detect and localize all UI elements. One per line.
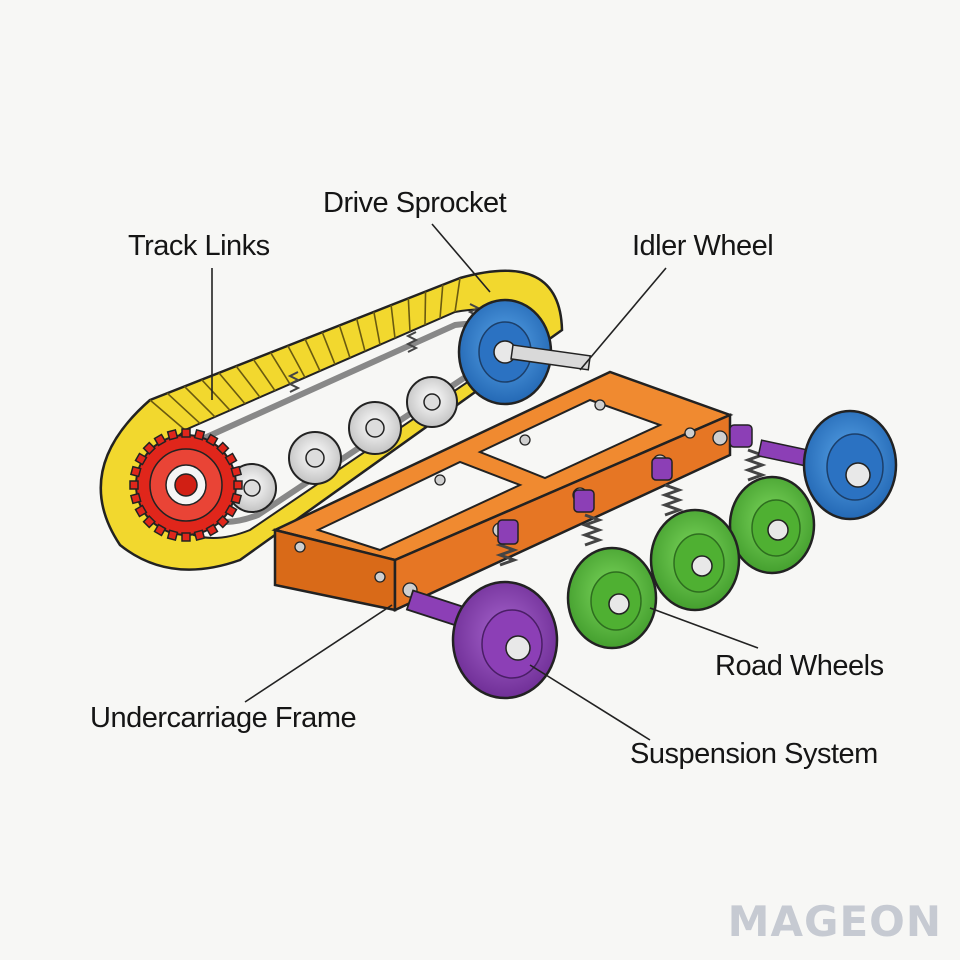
track-shoe-line [454, 277, 461, 313]
track-shoe-line [304, 338, 321, 372]
track-shoe-line [149, 399, 186, 431]
track-shoe-line [166, 392, 201, 425]
track-shoe-line [373, 311, 381, 345]
track-shoe-line [287, 345, 306, 378]
sprocket-tooth [166, 428, 179, 441]
track-shoe-line [338, 325, 351, 359]
sprocket-tooth [134, 504, 148, 518]
road-wheel [566, 546, 658, 650]
sprocket-tooth [153, 433, 167, 447]
track-shoe-line [235, 365, 261, 398]
sprocket-tooth [153, 523, 167, 537]
sprocket-tooth [181, 532, 191, 542]
label-road-wheels: Road Wheels [715, 650, 884, 682]
upper-roller [406, 376, 458, 428]
sprocket-tooth [193, 529, 206, 542]
leader-lines [211, 223, 759, 741]
frame-opening [477, 398, 663, 480]
leader-undercarriage-frame [244, 604, 393, 703]
track-shoe-line [407, 298, 411, 332]
leader-road-wheels [649, 607, 759, 649]
sprocket-tooth [230, 492, 243, 505]
road-wheel [728, 475, 816, 575]
sprocket-tooth [134, 452, 148, 466]
watermark-logo: MAGEON [727, 897, 942, 946]
upper-roller [288, 431, 342, 485]
leader-idler-wheel [579, 267, 667, 371]
upper-rollers [227, 303, 481, 513]
road-wheel [649, 508, 741, 612]
sprocket-tooth [205, 433, 219, 447]
track-shoe-line [252, 358, 276, 392]
frame-opening [315, 460, 523, 552]
sprocket-tooth [193, 428, 206, 441]
sprocket-tooth [224, 452, 238, 466]
leader-drive-sprocket [431, 223, 491, 293]
sprocket-tooth [129, 492, 142, 505]
sprocket-tooth [205, 523, 219, 537]
track-assembly [99, 269, 592, 571]
sprocket-tooth [224, 504, 238, 518]
upper-roller [348, 401, 402, 455]
label-track-links: Track Links [128, 230, 270, 262]
track-shoe-line [390, 305, 396, 339]
track-shoe-line [321, 331, 336, 365]
sprocket-tooth [230, 465, 243, 478]
leader-suspension-system [529, 664, 651, 741]
frame-side [393, 413, 732, 612]
track-shoe-line [218, 372, 246, 405]
label-idler-wheel: Idler Wheel [632, 230, 774, 262]
track-shoe-line [355, 318, 366, 352]
suspension-unit [573, 489, 604, 547]
track-shoe-line [269, 352, 291, 385]
track-shoe-line [439, 284, 444, 319]
sprocket-tooth [129, 465, 142, 478]
sprocket-tooth [233, 480, 243, 490]
sprocket-tooth [129, 480, 139, 490]
suspension-and-wheels [405, 409, 898, 700]
track-shoe-line [424, 291, 427, 326]
suspension-unit [651, 457, 684, 517]
sprocket-tooth [166, 529, 179, 542]
label-suspension-system: Suspension System [630, 738, 878, 770]
label-undercarriage-frame: Undercarriage Frame [90, 702, 357, 734]
track-shoe-line [183, 385, 216, 418]
sprocket-tooth [142, 441, 156, 455]
sprocket-tooth [216, 441, 230, 455]
sprocket-tooth [181, 428, 191, 438]
drive-sprocket-gear [129, 428, 243, 542]
track-shoe-line [201, 379, 231, 411]
rear-blue-wheel [457, 298, 553, 406]
sprocket-tooth [142, 515, 156, 529]
idler-axle [510, 344, 592, 371]
idler-wheel [802, 409, 898, 521]
track-shoe-lines [149, 277, 461, 431]
sprocket-tooth [216, 515, 230, 529]
front-road-wheel [451, 580, 559, 700]
label-drive-sprocket: Drive Sprocket [323, 187, 507, 219]
